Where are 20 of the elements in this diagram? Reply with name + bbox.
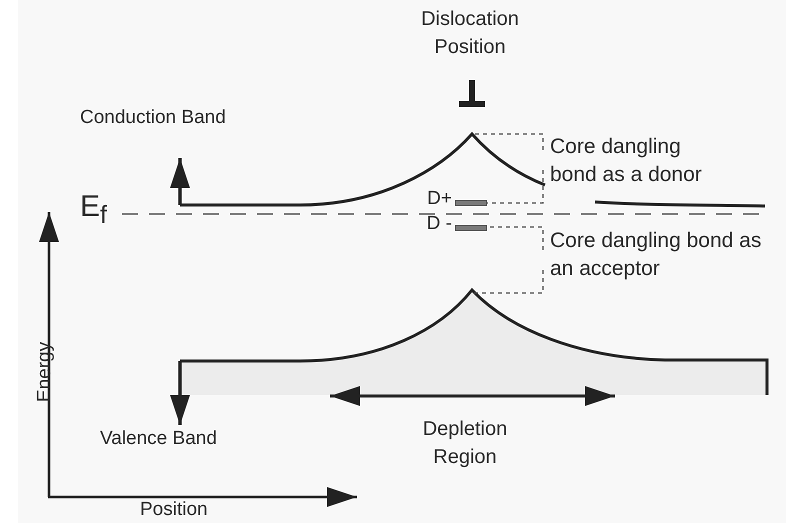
axis-label: Energy	[33, 342, 56, 402]
caption-text: Depletion Region	[422, 417, 508, 470]
caption-text: Dislocation Position	[420, 7, 520, 60]
band-label: Conduction Band	[80, 106, 226, 130]
valence-band-curve	[180, 288, 768, 395]
leader-line	[487, 226, 544, 250]
arrow	[170, 158, 190, 205]
band-label: Valence Band	[100, 427, 217, 451]
leader-line	[472, 133, 544, 150]
leader-line	[487, 170, 544, 204]
conduction-band-curve	[180, 132, 766, 208]
level-label: D -	[426, 212, 452, 236]
fermi-level-label: E$_{f}$	[80, 192, 107, 230]
axis-label: Position	[140, 498, 208, 522]
energy-level-bar	[455, 225, 487, 231]
annotation-text: Core dangling bond as an acceptor	[550, 228, 762, 282]
annotation-text: Core dangling bond as a donor	[550, 134, 703, 188]
leader-line	[472, 270, 544, 294]
level-label: D+	[426, 187, 452, 211]
arrow	[170, 361, 190, 425]
